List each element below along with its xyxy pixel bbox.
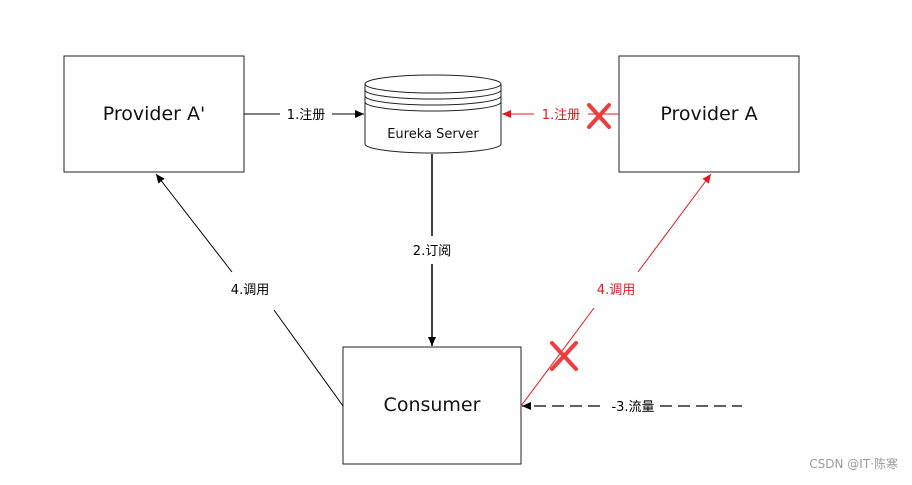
edge-invoke-a: 4.调用: [520, 173, 712, 407]
provider-a-prime-label: Provider A': [103, 103, 206, 125]
edge-invoke-a-prime: 4.调用: [155, 173, 344, 407]
register-failed-cross-icon: [587, 103, 611, 129]
eureka-server-node: Eureka Server: [364, 74, 502, 154]
edge-register-a-label: 1.注册: [542, 108, 580, 123]
provider-a-node: Provider A: [618, 55, 800, 173]
edge-subscribe-label: 2.订阅: [413, 244, 451, 259]
provider-a-label: Provider A: [660, 103, 757, 125]
watermark: CSDN @IT·陈寒: [809, 457, 898, 471]
edge-register-a-prime-label: 1.注册: [287, 108, 325, 123]
edge-invoke-a-prime-label: 4.调用: [231, 283, 269, 298]
edge-traffic: -3.流量: [522, 400, 742, 415]
edge-register-a: 1.注册: [502, 103, 619, 129]
consumer-node: Consumer: [342, 346, 522, 465]
edge-subscribe: 2.订阅: [413, 154, 451, 346]
edge-traffic-label: -3.流量: [611, 400, 654, 415]
edge-register-a-prime: 1.注册: [244, 108, 364, 123]
invoke-failed-cross-icon: [550, 341, 578, 371]
edge-invoke-a-label: 4.调用: [597, 283, 635, 298]
consumer-label: Consumer: [384, 394, 481, 416]
eureka-server-label: Eureka Server: [387, 127, 479, 142]
provider-a-prime-node: Provider A': [63, 55, 245, 173]
